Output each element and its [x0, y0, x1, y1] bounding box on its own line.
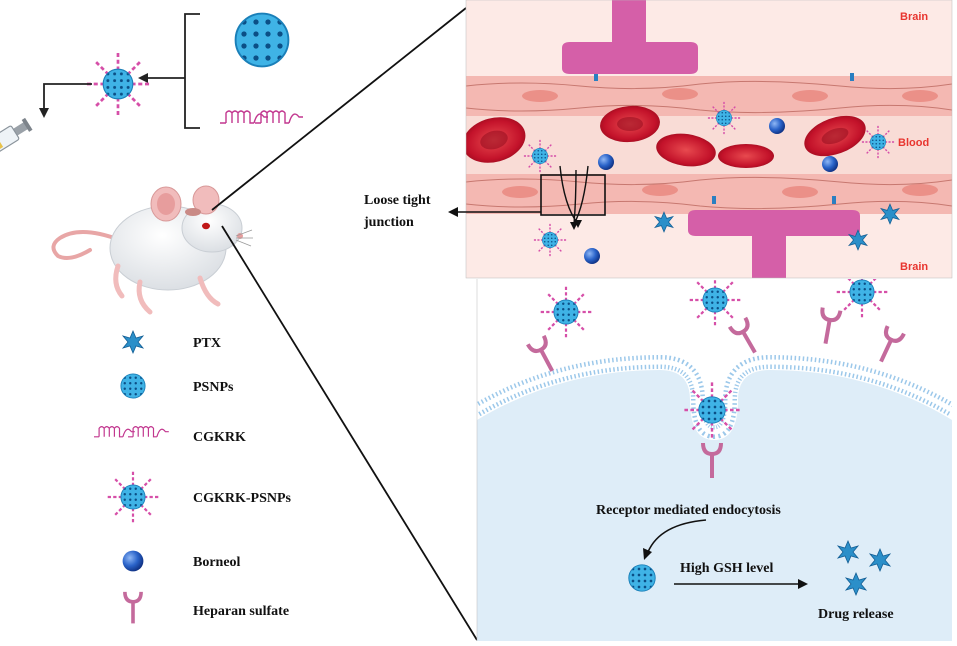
- legend-borneol-icon: [122, 550, 144, 572]
- region-label-blood: Blood: [898, 137, 929, 149]
- legend-peptide-icon: [93, 426, 136, 438]
- bbb-panel: Brain Blood Brain: [466, 0, 952, 278]
- label-gsh: High GSH level: [680, 561, 773, 576]
- region-label-brain-bottom: Brain: [900, 261, 928, 273]
- label-junction: junction: [363, 215, 414, 230]
- blood-borneol-1: [769, 118, 785, 134]
- mouse-icon: [51, 185, 253, 315]
- legend-cgkrk-psnp-icon: [105, 469, 161, 525]
- legend: PTX PSNPs CGKRK CGKRK-PSNPs Borneol Hepa…: [93, 330, 292, 626]
- legend-psnp-icon: [120, 373, 146, 399]
- legend-ptx-icon: [122, 330, 144, 354]
- label-endocytosis: Receptor mediated endocytosis: [596, 503, 781, 518]
- legend-label-borneol: Borneol: [193, 555, 241, 570]
- psnp-large-icon: [234, 12, 290, 68]
- label-drug-release: Drug release: [818, 607, 894, 622]
- blood-borneol-3: [822, 156, 838, 172]
- astrocyte-foot-bottom: [688, 210, 860, 278]
- blood-borneol-2: [598, 154, 614, 170]
- legend-label-ptx: PTX: [193, 336, 221, 351]
- legend-label-cgkrk: CGKRK: [193, 430, 246, 445]
- syringe-icon: [0, 117, 33, 164]
- label-loose-tight: Loose tight: [364, 193, 431, 208]
- cgkrk-psnp-assembled-icon: [84, 50, 152, 118]
- cell-panel: [477, 279, 952, 641]
- astrocyte-foot-top: [562, 0, 698, 74]
- brain-borneol: [584, 248, 600, 264]
- legend-label-psnps: PSNPs: [193, 380, 234, 395]
- upper-cell-nuclei: [522, 88, 938, 102]
- zoom-line-bottom: [221, 225, 478, 641]
- legend-receptor-icon: [123, 590, 143, 626]
- region-label-brain-top: Brain: [900, 11, 928, 23]
- zoom-line-top: [211, 7, 467, 211]
- legend-label-cgkrk-psnps: CGKRK-PSNPs: [193, 491, 292, 506]
- released-psnp: [628, 564, 656, 592]
- peptide-pair-icon-2: [254, 110, 304, 124]
- legend-label-heparan: Heparan sulfate: [193, 604, 289, 619]
- assembly-scheme: [39, 12, 304, 129]
